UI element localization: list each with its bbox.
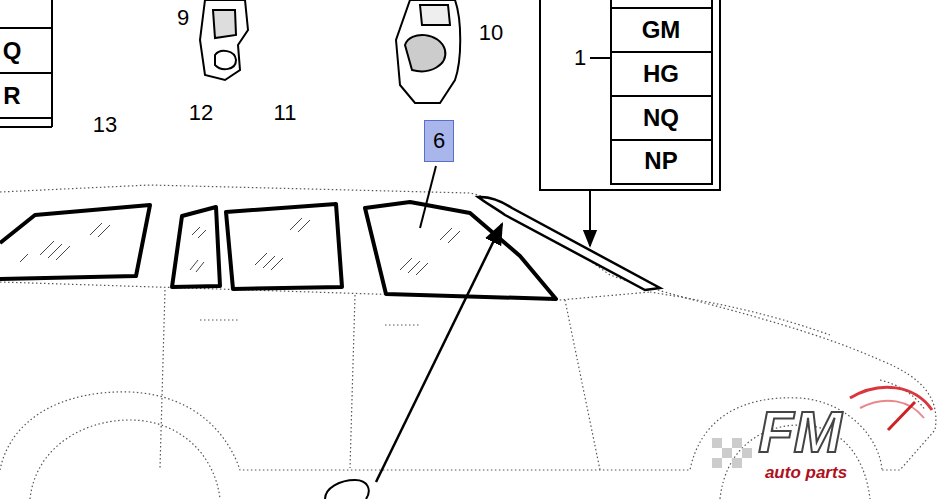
callout-number: 13 <box>93 114 117 136</box>
callout-box: 6 <box>424 120 454 162</box>
watermark-flag <box>712 438 752 468</box>
callout-number: 6 <box>433 130 445 152</box>
table-cell: R <box>3 84 20 108</box>
car-body <box>0 185 936 499</box>
watermark: auto parts <box>765 464 847 481</box>
parts-table-right <box>540 0 720 246</box>
table-cell: HG <box>643 62 679 86</box>
parts-table-left <box>0 0 52 127</box>
part-fragment <box>325 480 369 499</box>
clip-part <box>200 0 248 80</box>
callout-number: 10 <box>479 22 503 44</box>
callout-number: 12 <box>189 102 213 124</box>
callout-number: 11 <box>274 102 297 124</box>
glass-hatch <box>20 218 460 275</box>
callout-number: 9 <box>177 7 189 29</box>
table-cell: Q <box>3 39 22 63</box>
table-cell: NP <box>644 149 677 173</box>
mirror-seal-part <box>396 0 460 103</box>
table-cell: NQ <box>643 106 679 130</box>
callout-number: 1 <box>574 47 586 69</box>
leader-line <box>420 166 436 228</box>
pointer-arrow <box>376 224 502 482</box>
watermark: FM <box>758 403 842 461</box>
watermark-gauge <box>850 387 932 430</box>
table-cell: GM <box>642 18 681 42</box>
